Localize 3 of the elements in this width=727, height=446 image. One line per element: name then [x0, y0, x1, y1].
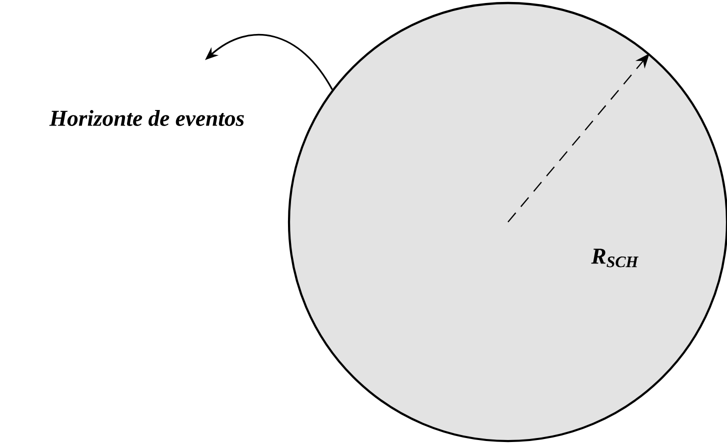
radius-label: R$_{SCH}$: [591, 248, 639, 268]
node-label: Horizonte de eventos: [49, 110, 244, 126]
event-horizon-circle: [288, 2, 727, 442]
